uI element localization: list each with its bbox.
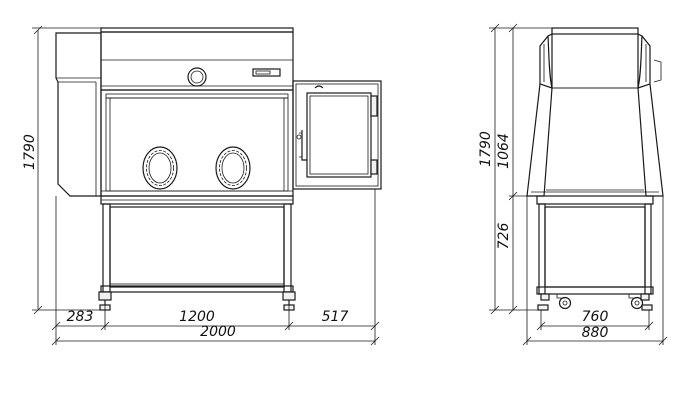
main-chamber — [100, 89, 294, 197]
door-width-label: 517 — [322, 309, 349, 325]
glove-port-right — [215, 146, 251, 190]
upper-height-label: 1064 — [496, 133, 512, 169]
overall-depth-label: 880 — [582, 325, 609, 341]
side-dimensions: 1790 1064 726 760 880 — [478, 23, 668, 346]
side-view: 1790 1064 726 760 880 — [478, 23, 668, 346]
side-stand — [536, 195, 654, 311]
left-width-label: 283 — [67, 309, 94, 325]
overall-width-label: 2000 — [200, 324, 236, 340]
front-view: 1790 283 1200 517 2000 — [22, 25, 382, 346]
side-hood — [551, 27, 639, 35]
gauge-dial — [187, 67, 207, 87]
side-height-label: 1790 — [478, 131, 494, 167]
caster-right — [630, 296, 644, 310]
left-module — [55, 32, 102, 197]
open-door — [292, 80, 382, 190]
lower-height-label: 726 — [496, 223, 512, 250]
side-body — [526, 83, 553, 197]
front-height-label: 1790 — [22, 134, 38, 170]
chamber-width-label: 1200 — [179, 309, 215, 325]
inner-width-label: 760 — [582, 309, 609, 325]
caster-left — [558, 296, 572, 310]
front-dimensions: 1790 283 1200 517 2000 — [22, 25, 380, 346]
control-panel — [252, 68, 281, 77]
front-stand — [98, 195, 296, 311]
glove-port-left — [142, 146, 178, 190]
